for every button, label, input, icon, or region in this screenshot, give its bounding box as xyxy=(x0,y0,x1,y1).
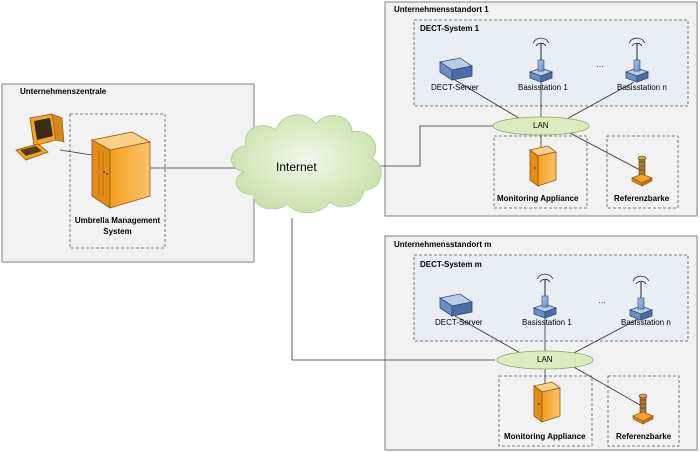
site1-ellipsis: … xyxy=(596,60,604,69)
internet-cloud xyxy=(231,114,382,214)
ums-label-line1: Umbrella Management xyxy=(74,216,161,225)
sitem-referenz-box xyxy=(607,375,680,447)
site1-basen-label: Basisstation n xyxy=(617,83,667,92)
site1-referenz-box xyxy=(606,135,679,209)
sitem-base1-icon xyxy=(532,273,558,319)
ums-box xyxy=(69,113,166,249)
sitem-referenz-label: Referenzbarke xyxy=(616,432,672,441)
sitem-title: Unternehmensstandort m xyxy=(394,240,492,249)
sitem-base1-label: Basisstation 1 xyxy=(522,318,572,327)
site1-dect-server-label: DECT-Server xyxy=(431,83,479,92)
internet-label: Internet xyxy=(276,160,317,174)
sitem-monitoring-label: Monitoring Appliance xyxy=(504,432,586,441)
sitem-monitoring-box xyxy=(498,375,593,447)
site1-lan-label: LAN xyxy=(533,121,549,130)
site1-base1-icon xyxy=(528,37,554,83)
sitem-basen-icon xyxy=(628,275,654,321)
site1-basen-icon xyxy=(624,37,650,83)
sitem-monitoring-appliance-icon xyxy=(533,381,561,423)
sitem-basen-label: Basisstation n xyxy=(621,318,671,327)
site1-dect-title: DECT-System 1 xyxy=(420,24,480,33)
site1-monitoring-box xyxy=(493,135,588,209)
hq-title: Unternehmenszentrale xyxy=(20,87,107,96)
computer-icon xyxy=(15,113,65,161)
sitem-referenzbarke-icon xyxy=(632,393,654,425)
sitem-dect-server-label: DECT-Server xyxy=(435,318,483,327)
site1-monitoring-label: Monitoring Appliance xyxy=(497,194,579,203)
ums-label-line2: System xyxy=(103,227,132,236)
site1-dect-server-icon xyxy=(438,57,474,81)
server-icon xyxy=(90,131,152,209)
site1-referenzbarke-icon xyxy=(631,155,653,187)
sitem-lan-ellipse xyxy=(496,350,594,370)
sitem-dect-title: DECT-System m xyxy=(420,260,482,269)
site1-base1-label: Basisstation 1 xyxy=(518,83,568,92)
sitem-lan-label: LAN xyxy=(537,355,553,364)
site1-referenz-label: Referenzbarke xyxy=(614,194,670,203)
sitem-dect-server-icon xyxy=(438,293,474,317)
connection-lines xyxy=(59,79,641,406)
site1-title: Unternehmensstandort 1 xyxy=(394,5,489,14)
site1-monitoring-appliance-icon xyxy=(529,145,557,187)
sitem-ellipsis: … xyxy=(598,296,606,305)
site1-lan-ellipse xyxy=(492,116,590,136)
